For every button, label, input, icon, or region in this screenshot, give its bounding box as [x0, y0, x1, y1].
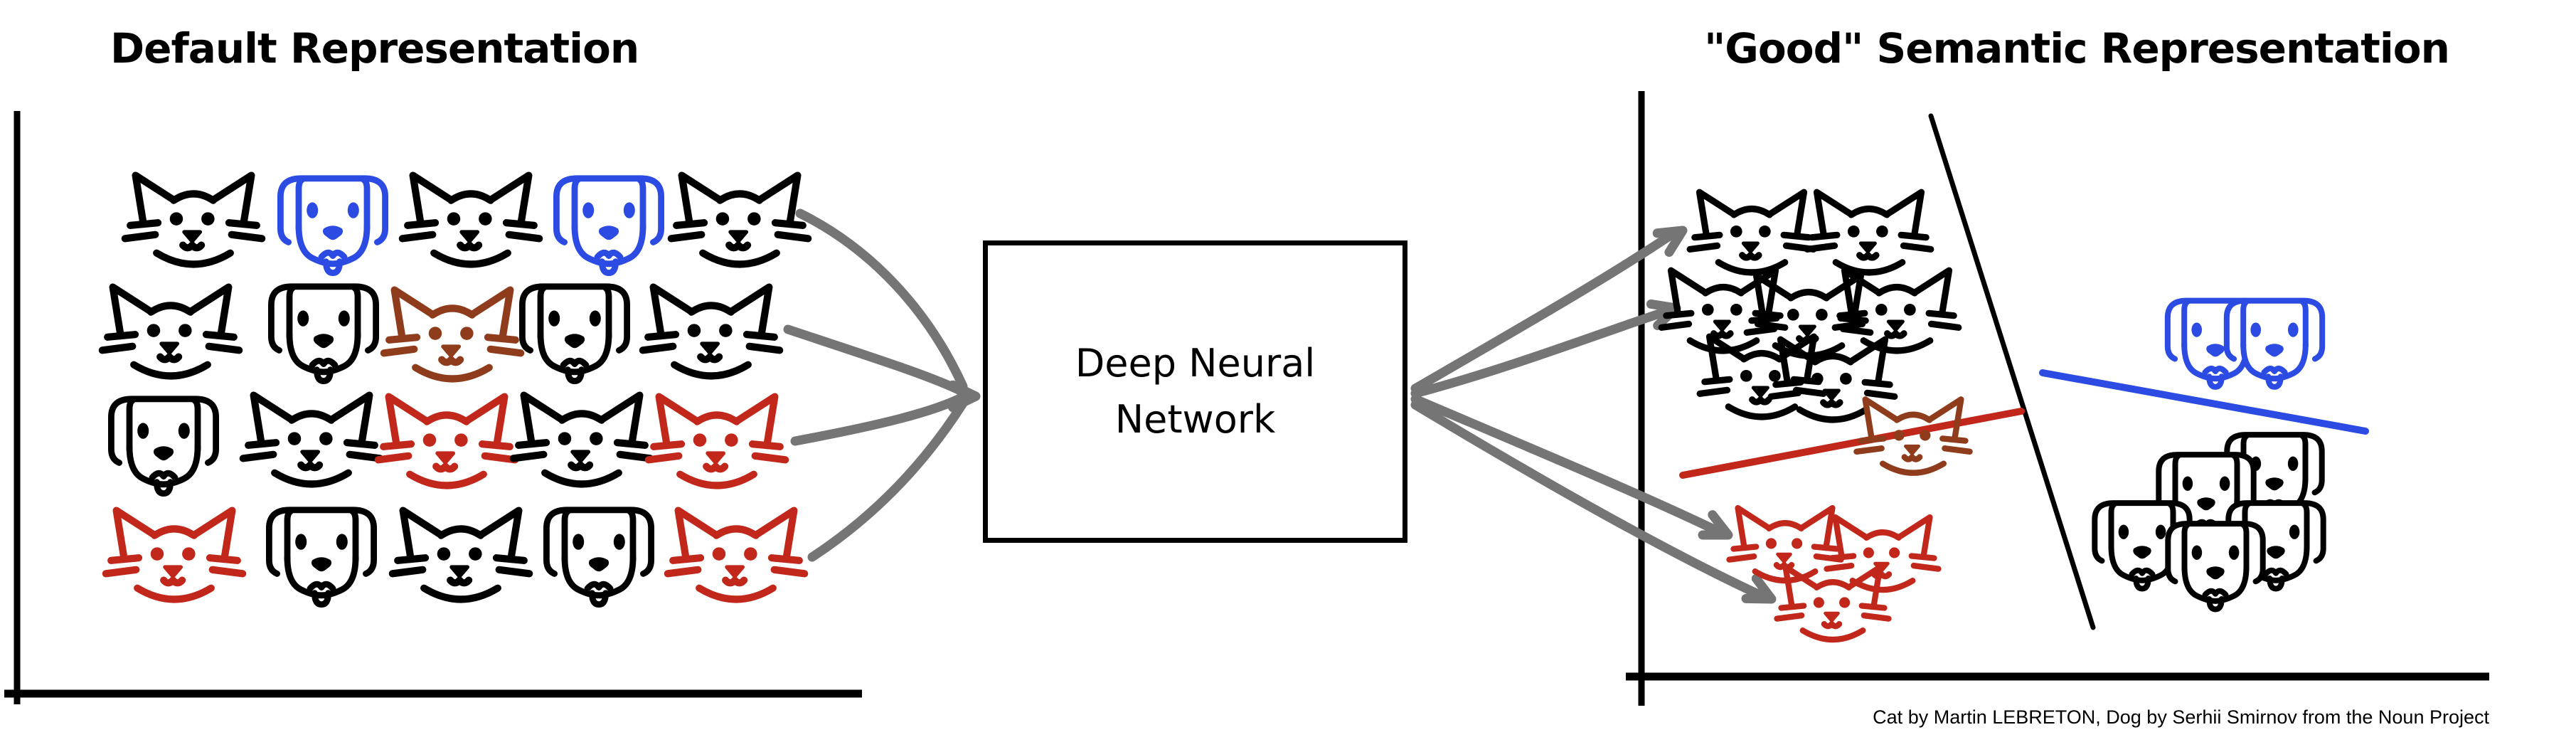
black-cat-icon — [102, 287, 239, 376]
class-separator-line — [1928, 113, 2096, 630]
black-cat-icon — [125, 176, 262, 265]
black-cat-icon — [643, 287, 779, 376]
flow-arrow-curve — [1410, 230, 1676, 393]
black-cat-icon — [1807, 192, 1931, 272]
black-cat-icon — [513, 396, 650, 484]
black-dog-icon — [546, 510, 651, 605]
blue-dog-icon — [2227, 301, 2322, 387]
black-cat-icon — [403, 176, 539, 265]
left-panel-title: Default Representation — [110, 24, 639, 73]
dnn-label-line1: Deep Neural — [1075, 341, 1316, 386]
brown-cat-icon — [1856, 399, 1969, 472]
blue-dogs-boundary-line — [2039, 369, 2369, 435]
red-cat-icon — [1826, 517, 1938, 590]
dnn-label-line2: Network — [1114, 396, 1276, 442]
black-dog-icon — [522, 287, 627, 381]
flow-arrow-curve — [795, 208, 968, 391]
brown-cat-icon — [384, 290, 521, 379]
black-cat-icon — [243, 396, 380, 484]
flow-arrowhead — [948, 380, 981, 413]
attribution-text: Cat by Martin LEBRETON, Dog by Serhii Sm… — [1873, 706, 2489, 728]
black-dog-icon — [271, 287, 376, 381]
flow-arrow-curve — [1410, 307, 1671, 398]
black-cat-icon — [1690, 192, 1814, 272]
black-cat-icon — [393, 511, 529, 600]
flow-arrowhead — [1652, 226, 1688, 258]
flow-arrow-curve — [1410, 394, 1722, 536]
red-cat-icon — [668, 511, 804, 600]
black-dog-icon — [2168, 524, 2262, 609]
flow-arrow-curve — [807, 398, 968, 562]
red-cat-icon — [649, 397, 785, 486]
right-panel-title: "Good" Semantic Representation — [1704, 24, 2450, 73]
black-cat-icon — [671, 176, 808, 265]
deep-neural-network-box: Deep Neural Network — [983, 240, 1407, 543]
red-cats-boundary-line — [1679, 408, 2025, 479]
flow-arrowhead — [1698, 510, 1733, 540]
flow-arrow-curve — [1410, 400, 1765, 600]
flow-arrow-curve — [790, 392, 968, 446]
red-cat-icon — [106, 511, 243, 600]
flow-arrowhead — [1741, 573, 1777, 604]
blue-dog-icon — [556, 179, 661, 273]
black-dog-icon — [269, 510, 373, 605]
red-cat-icon — [378, 397, 515, 486]
blue-dog-icon — [280, 179, 385, 273]
black-dog-icon — [111, 399, 215, 494]
